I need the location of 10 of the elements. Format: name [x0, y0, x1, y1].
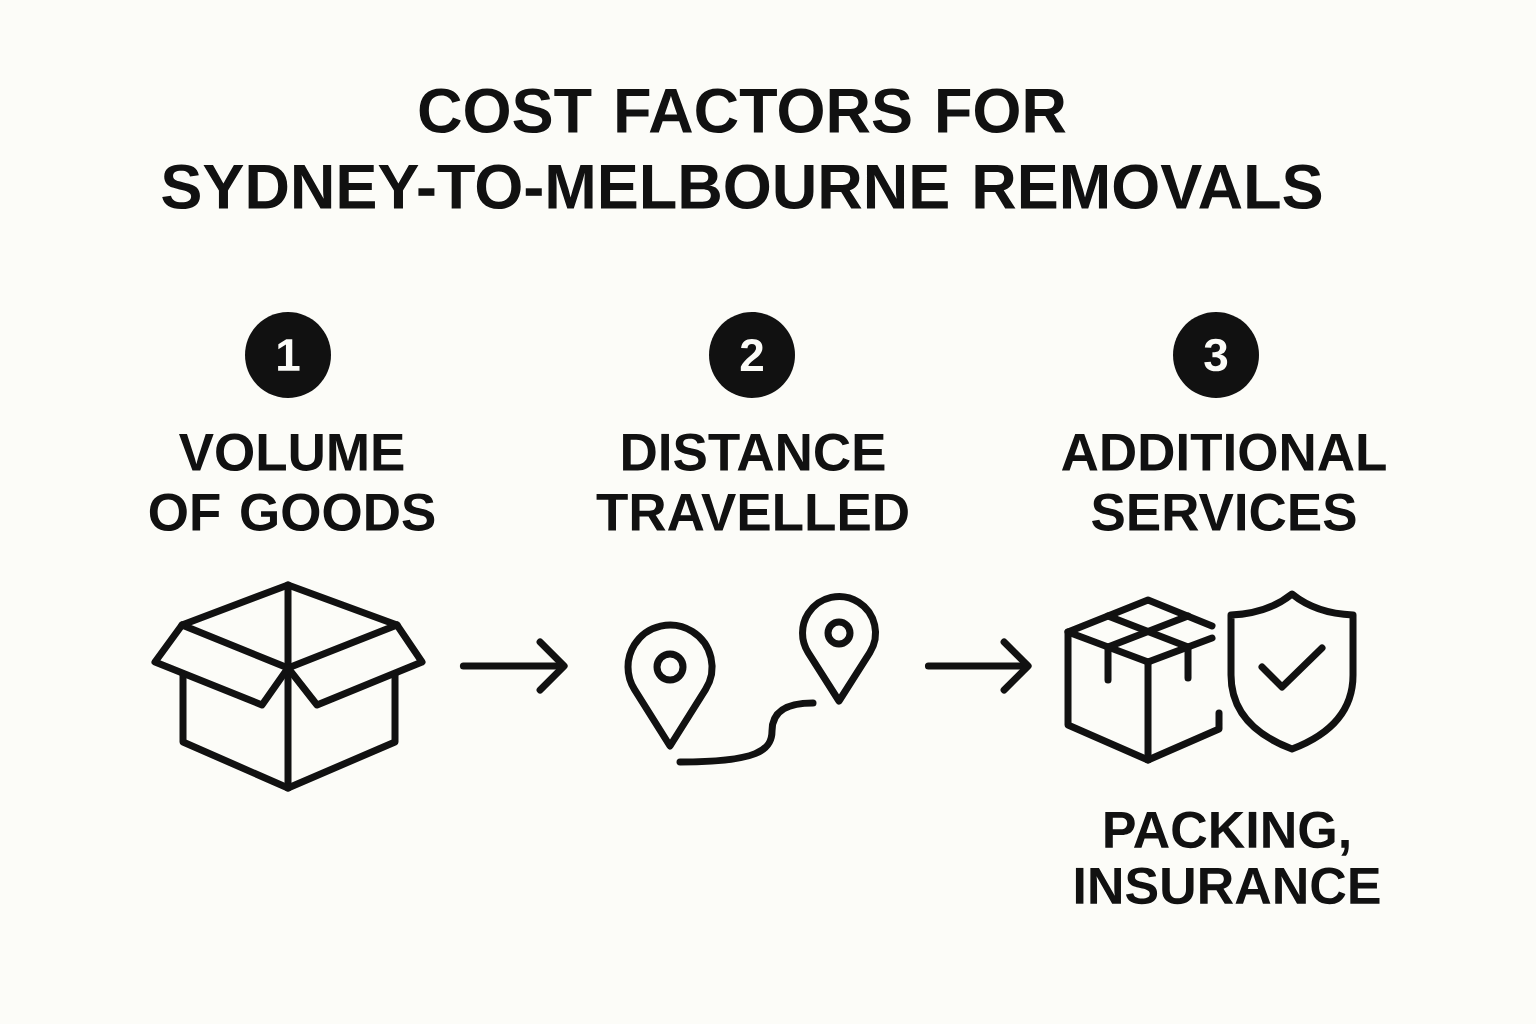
title: COST FACTORS FOR SYDNEY-TO-MELBOURNE REMOVALS: [162, 88, 1322, 209]
open-box-icon: [151, 581, 426, 792]
note-text: PACKING, INSURANCE: [1075, 811, 1380, 905]
arrow: [459, 638, 568, 694]
arrow: [924, 638, 1032, 694]
step-heading: DISTANCE TRAVELLED: [596, 433, 908, 531]
step-heading: ADDITIONAL SERVICES: [1061, 433, 1386, 531]
box-and-shield-icon: [1064, 590, 1357, 764]
map-pins-route-icon: [624, 593, 879, 766]
step-heading: VOLUME OF GOODS: [149, 433, 435, 531]
